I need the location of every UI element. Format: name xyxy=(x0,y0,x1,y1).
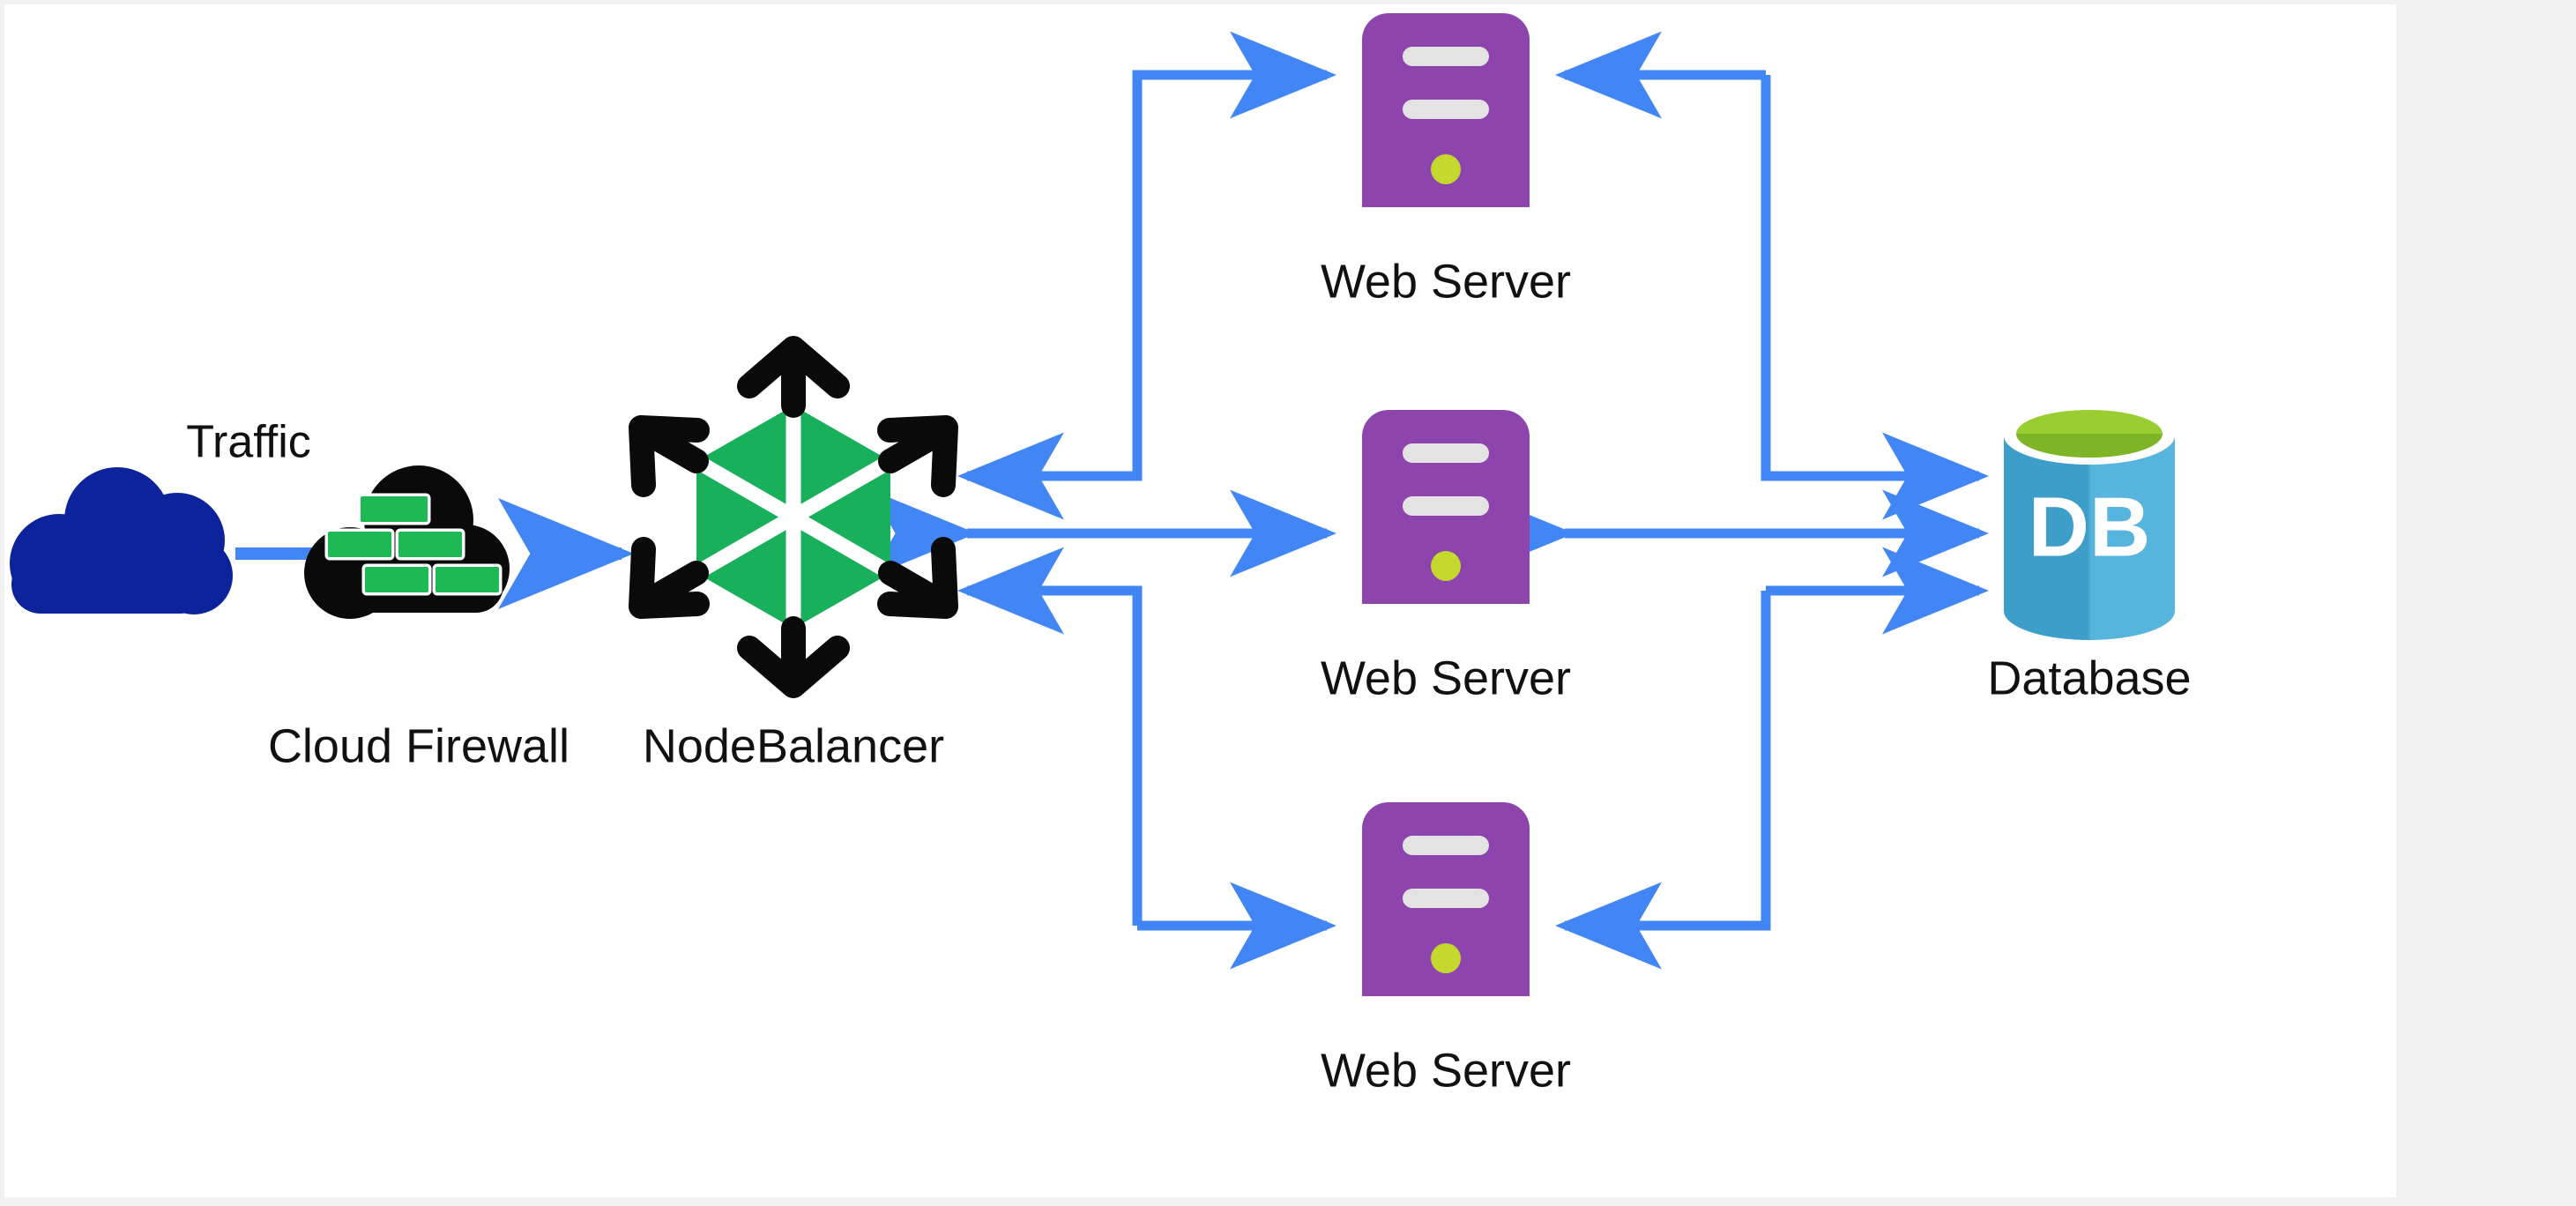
connector-nb-to-server-top-out xyxy=(1132,31,1336,128)
traffic-label: Traffic xyxy=(186,417,311,468)
nodebalancer-icon xyxy=(629,336,958,698)
web-server-bottom-node[interactable]: Web Server xyxy=(1321,802,1571,1097)
architecture-diagram: Traffic xyxy=(10,13,2192,1097)
connector-server-top-to-db-out xyxy=(1761,75,1989,520)
firewall-brick-row-middle xyxy=(324,528,465,561)
diagram-canvas: Traffic xyxy=(4,4,2396,1197)
server-bar xyxy=(1403,443,1489,463)
server-bar xyxy=(1403,496,1489,516)
connector-nb-to-server-top-in xyxy=(957,128,1143,520)
web-server-middle-label: Web Server xyxy=(1321,651,1571,704)
server-bar xyxy=(1403,889,1489,908)
cloud-firewall-label: Cloud Firewall xyxy=(268,719,570,772)
nodebalancer-label: NodeBalancer xyxy=(643,719,944,772)
server-led-icon xyxy=(1431,154,1461,184)
web-server-top-node[interactable]: Web Server xyxy=(1321,13,1571,308)
web-server-top-label: Web Server xyxy=(1321,255,1571,308)
database-glyph: DB xyxy=(2029,480,2151,574)
server-icon xyxy=(1362,802,1530,996)
web-server-bottom-label: Web Server xyxy=(1321,1044,1571,1097)
cloud-firewall-node[interactable]: Cloud Firewall xyxy=(268,465,570,772)
server-led-icon xyxy=(1431,551,1461,581)
database-icon: DB xyxy=(2004,406,2175,640)
server-bar xyxy=(1403,836,1489,855)
database-label: Database xyxy=(1987,651,2191,704)
firewall-brick-row-bottom xyxy=(361,563,503,596)
nodebalancer-node[interactable]: NodeBalancer xyxy=(629,336,958,772)
connector-nb-to-server-bottom-out xyxy=(957,547,1143,926)
web-server-middle-node[interactable]: Web Server xyxy=(1321,410,1571,704)
server-bar xyxy=(1403,100,1489,119)
internet-cloud-node[interactable] xyxy=(10,467,233,614)
server-bar xyxy=(1403,47,1489,66)
connector-server-bottom-to-db-in xyxy=(1555,591,1771,970)
cloud-icon xyxy=(10,467,233,614)
server-icon xyxy=(1362,410,1530,604)
connector-layer xyxy=(235,31,1989,970)
firewall-icon xyxy=(304,465,510,619)
database-node[interactable]: DB Database xyxy=(1987,406,2192,704)
server-icon xyxy=(1362,13,1530,207)
firewall-brick-row-top xyxy=(357,493,431,525)
server-led-icon xyxy=(1431,943,1461,973)
